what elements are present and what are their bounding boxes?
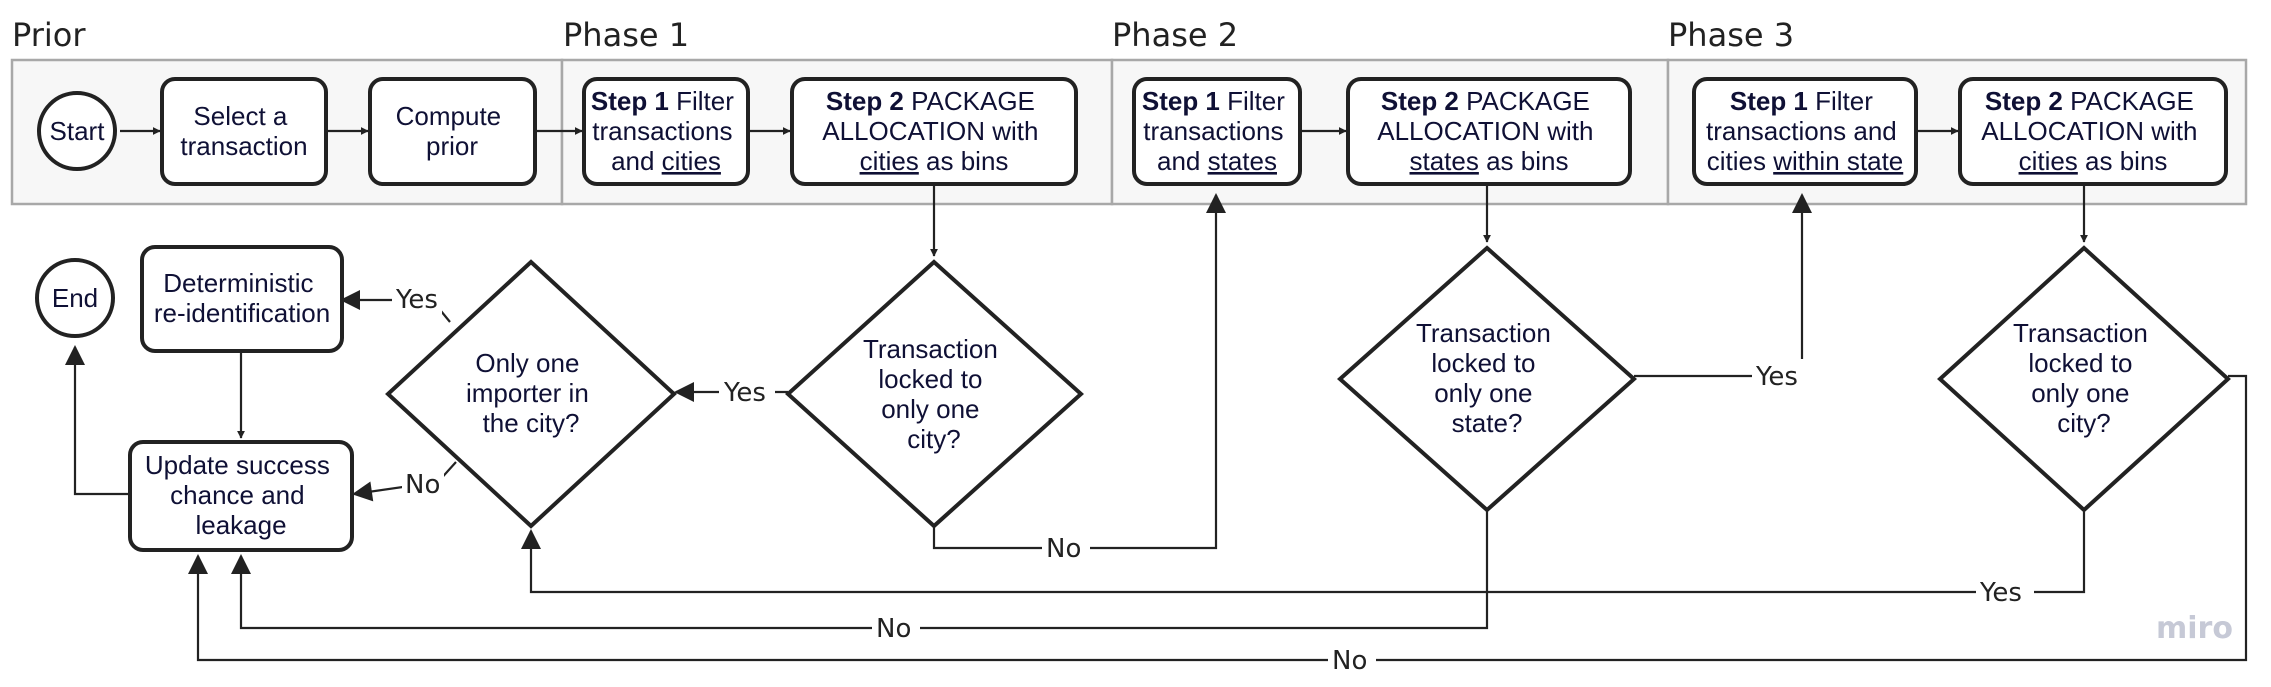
phase-title-phase3: Phase 3 <box>1668 16 1794 54</box>
svg-text:Yes: Yes <box>1979 578 2022 608</box>
compute-prior-node: Compute prior <box>368 77 537 186</box>
deterministic-reidentification-node: Deterministic re-identification <box>140 245 344 353</box>
svg-text:No: No <box>1046 534 1081 564</box>
svg-text:Yes: Yes <box>395 285 438 315</box>
phase3-decision: Transaction locked to only one city? <box>1937 245 2231 513</box>
edge-label-importer-yes: Yes <box>392 282 442 316</box>
edge-label-p3-no: No <box>1328 643 1376 677</box>
svg-text:Yes: Yes <box>1755 362 1798 392</box>
svg-text:Update success chance an: Update success chance and leakage <box>145 450 337 540</box>
select-transaction-node: Select a transaction <box>160 77 328 186</box>
phase2-decision: Transaction locked to only one state? <box>1336 245 1638 513</box>
edge-p3decision-yes <box>521 512 2086 594</box>
edge-p2decision-no <box>231 510 1489 630</box>
edge-label-p2-yes: Yes <box>1752 359 1808 393</box>
phase-title-phase1: Phase 1 <box>563 16 689 54</box>
edge-label-p2-no: No <box>872 611 920 645</box>
phase2-step2-node: Step 2 PACKAGE ALLOCATION with states as… <box>1346 77 1632 186</box>
svg-text:Select a transaction: Select a transaction <box>180 101 307 161</box>
svg-text:Transaction locked to: Transaction locked to only one city? <box>2013 318 2155 438</box>
phase3-step1-node: Step 1 Filter transactions and cities wi… <box>1692 77 1918 186</box>
svg-text:Step 1 Filter transactio: Step 1 Filter transactions and cities wi… <box>1706 86 1904 176</box>
start-node: Start <box>37 91 117 171</box>
svg-text:End: End <box>52 283 98 313</box>
phase1-decision: Transaction locked to only one city? <box>785 259 1084 529</box>
edge-label-p1-yes: Yes <box>719 375 775 409</box>
svg-text:Transaction locked to: Transaction locked to only one state? <box>1416 318 1558 438</box>
edge-update-end <box>65 345 128 496</box>
svg-text:Compute prior: Compute prior <box>396 101 509 161</box>
svg-text:Step 1 Filter transactio: Step 1 Filter transactions and states <box>1142 86 1292 176</box>
phase-title-prior: Prior <box>12 16 86 54</box>
phase2-step1-node: Step 1 Filter transactions and states <box>1132 77 1302 186</box>
edge-label-p3-yes: Yes <box>1976 575 2034 609</box>
edge-label-p1-no: No <box>1042 531 1090 565</box>
svg-text:Step 2 PACKAGE ALLOCATIO: Step 2 PACKAGE ALLOCATION with states as… <box>1377 86 1600 176</box>
update-success-node: Update success chance and leakage <box>128 440 354 552</box>
svg-text:No: No <box>1332 646 1367 676</box>
svg-text:Transaction locked to: Transaction locked to only one city? <box>863 334 1005 454</box>
svg-text:No: No <box>405 470 440 500</box>
svg-text:No: No <box>876 614 911 644</box>
miro-watermark: miro <box>2156 611 2233 646</box>
end-node: End <box>35 258 115 338</box>
only-one-importer-decision: Only one importer in the city? <box>385 259 677 529</box>
svg-text:Only one importer in: Only one importer in the city? <box>466 348 596 438</box>
svg-text:Start: Start <box>50 116 106 146</box>
phase1-step1-node: Step 1 Filter transactions and cities <box>582 77 750 186</box>
edge-p2decision-yes <box>1634 193 1812 378</box>
phase3-step2-node: Step 2 PACKAGE ALLOCATION with cities as… <box>1958 77 2228 186</box>
svg-text:Step 2 PACKAGE ALLOCATIO: Step 2 PACKAGE ALLOCATION with cities as… <box>1981 86 2204 176</box>
edge-p3decision-no <box>188 374 2248 662</box>
svg-text:Step 2 PACKAGE ALLOCATIO: Step 2 PACKAGE ALLOCATION with cities as… <box>822 86 1045 176</box>
svg-text:Deterministic re-identif: Deterministic re-identification <box>154 268 330 328</box>
edge-label-importer-no: No <box>402 467 444 501</box>
svg-text:Step 1 Filter transactio: Step 1 Filter transactions and cities <box>591 86 741 176</box>
phase-title-phase2: Phase 2 <box>1112 16 1238 54</box>
phase1-step2-node: Step 2 PACKAGE ALLOCATION with cities as… <box>790 77 1078 186</box>
svg-text:Yes: Yes <box>723 378 766 408</box>
